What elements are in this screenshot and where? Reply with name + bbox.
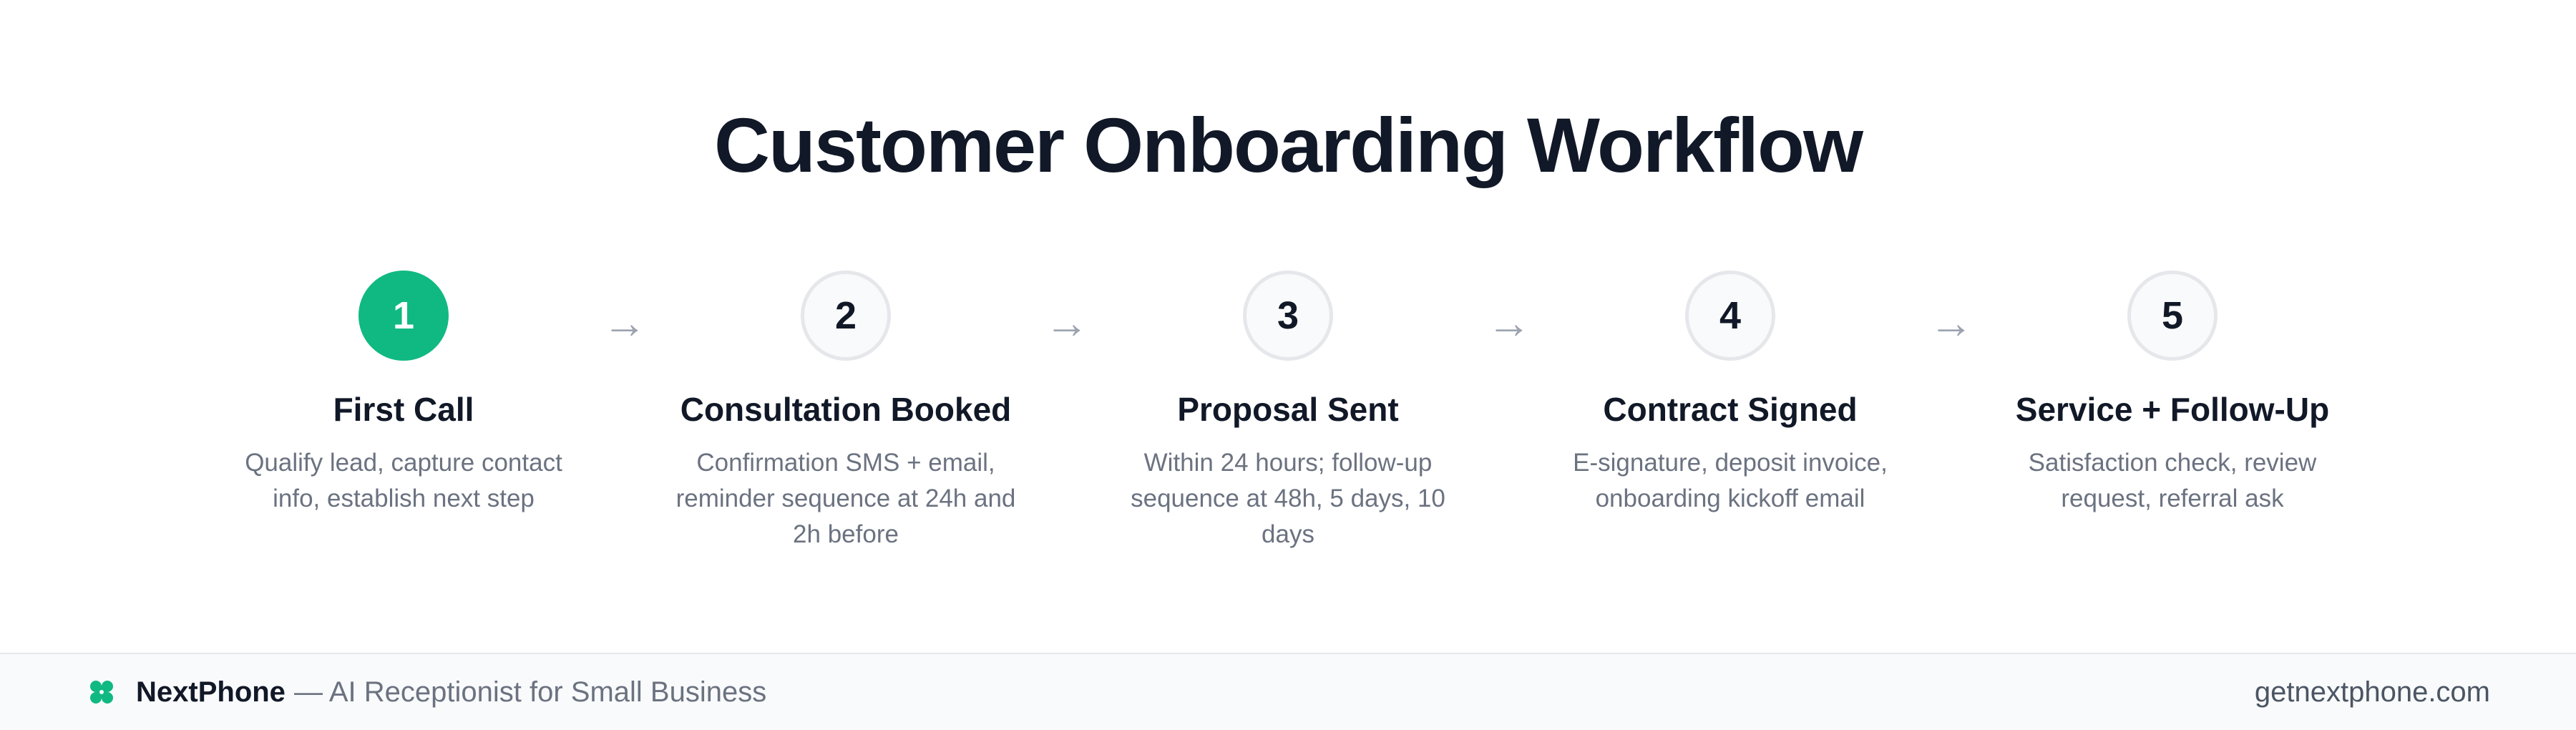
- step-5: 5 Service + Follow-Up Satisfaction check…: [1986, 271, 2358, 517]
- workflow-canvas: Customer Onboarding Workflow 1 First Cal…: [218, 102, 2358, 553]
- step-description: Within 24 hours; follow-up sequence at 4…: [1131, 449, 1445, 548]
- step-description: Qualify lead, capture contact info, esta…: [245, 449, 562, 512]
- step-title: Contract Signed: [1603, 391, 1858, 428]
- page-title: Customer Onboarding Workflow: [713, 102, 1863, 188]
- arrow-right-icon: →: [1487, 298, 1531, 348]
- step-description: Satisfaction check, review request, refe…: [2028, 449, 2317, 512]
- step-title: Proposal Sent: [1177, 391, 1399, 428]
- step-1: 1 First Call Qualify lead, capture conta…: [218, 271, 590, 517]
- step-description: Confirmation SMS + email, reminder seque…: [675, 449, 1016, 548]
- arrow-right-icon: →: [1929, 298, 1974, 348]
- website-link[interactable]: getnextphone.com: [2254, 676, 2490, 708]
- step-2: 2 Consultation Booked Confirmation SMS +…: [660, 271, 1032, 553]
- step-number-badge: 2: [801, 271, 891, 361]
- footer: NextPhone — AI Receptionist for Small Bu…: [0, 653, 2576, 730]
- brand-name: NextPhone: [136, 676, 286, 708]
- brand-tagline: — AI Receptionist for Small Business: [293, 676, 767, 708]
- step-number-badge: 4: [1685, 271, 1775, 361]
- step-4: 4 Contract Signed E-signature, deposit i…: [1544, 271, 1916, 517]
- clover-logo-icon: [90, 681, 113, 704]
- footer-brand: NextPhone — AI Receptionist for Small Bu…: [89, 654, 766, 730]
- step-description: E-signature, deposit invoice, onboarding…: [1573, 449, 1888, 512]
- step-number-badge: 1: [358, 271, 449, 361]
- arrow-right-icon: →: [602, 298, 647, 348]
- step-number-badge: 5: [2127, 271, 2218, 361]
- step-title: First Call: [333, 391, 474, 428]
- step-3: 3 Proposal Sent Within 24 hours; follow-…: [1102, 271, 1474, 553]
- step-title: Service + Follow-Up: [2015, 391, 2330, 428]
- arrow-right-icon: →: [1045, 298, 1089, 348]
- step-title: Consultation Booked: [680, 391, 1012, 428]
- workflow-steps: 1 First Call Qualify lead, capture conta…: [218, 271, 2358, 553]
- step-number-badge: 3: [1243, 271, 1333, 361]
